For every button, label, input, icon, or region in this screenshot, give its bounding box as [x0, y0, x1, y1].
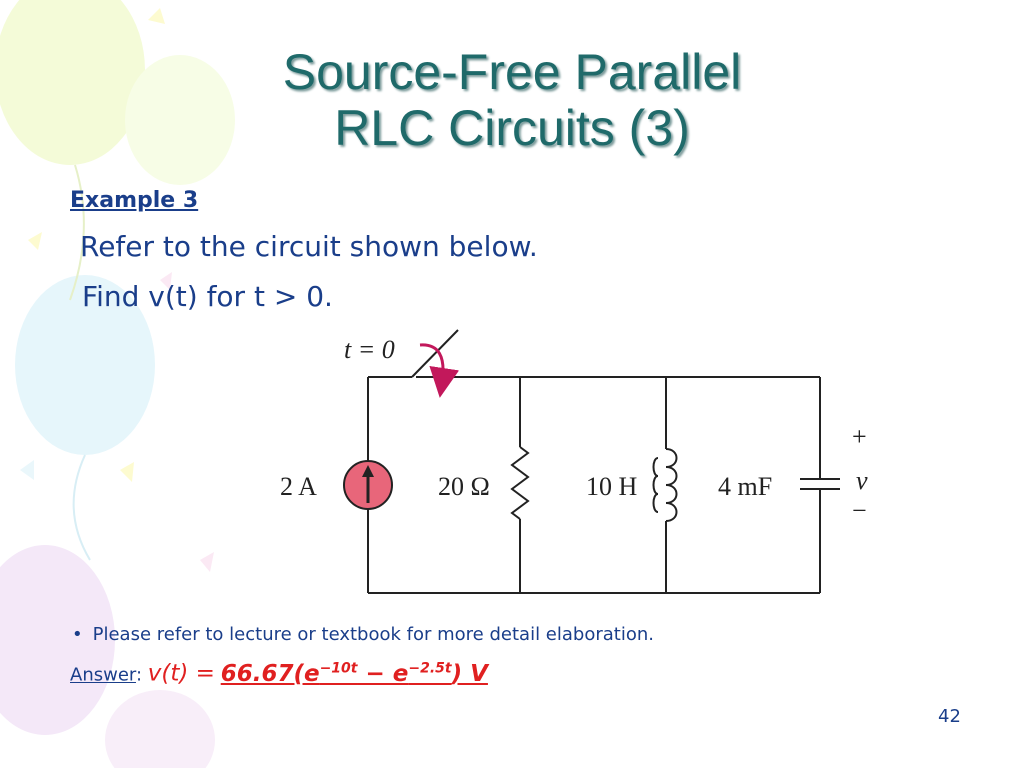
voltage-label: v: [856, 466, 868, 495]
note-bullet: • Please refer to lecture or textbook for…: [72, 624, 654, 645]
string-decoration: [69, 164, 85, 301]
slide-title-line2: RLC Circuits (3): [334, 100, 690, 156]
switch-motion-arrow: [419, 343, 460, 398]
answer-tail: ) V: [451, 660, 488, 687]
instruction-line-1: Refer to the circuit shown below.: [80, 230, 538, 263]
switch-blade: [411, 329, 459, 378]
slide-title-line1: Source-Free Parallel: [282, 44, 742, 100]
answer-exponent-2: −2.5t: [408, 660, 452, 676]
capacitor-label: 4 mF: [718, 472, 772, 501]
confetti-decoration: [28, 232, 42, 250]
string-decoration: [72, 454, 91, 561]
balloon-decoration: [0, 545, 115, 735]
answer-colon: :: [135, 664, 143, 686]
balloon-decoration: [0, 0, 145, 165]
answer-row: Answer: v(t) = 66.67(e−10t − e−2.5t) V: [70, 660, 488, 687]
page-number: 42: [938, 706, 961, 727]
example-heading: Example 3: [70, 188, 199, 213]
confetti-decoration: [20, 460, 34, 480]
answer-exponent-1: −10t: [319, 660, 358, 676]
current-source-arrowhead: [362, 465, 374, 477]
balloon-decoration: [15, 275, 155, 455]
inductor-label: 10 H: [586, 472, 638, 501]
instruction-line-2: Find v(t) for t > 0.: [82, 280, 333, 313]
source-label: 2 A: [280, 472, 317, 501]
confetti-decoration: [160, 272, 172, 290]
confetti-decoration: [120, 462, 134, 482]
balloon-decoration: [125, 55, 235, 185]
confetti-decoration: [148, 8, 165, 24]
switch-label: t = 0: [344, 335, 395, 364]
answer-value: 66.67(e−10t − e−2.5t) V: [220, 660, 488, 687]
resistor-zigzag: [510, 446, 530, 520]
balloon-decoration: [105, 690, 215, 768]
confetti-decoration: [200, 552, 214, 572]
answer-coefficient: 66.67(e: [220, 660, 320, 687]
note-text: Please refer to lecture or textbook for …: [92, 624, 654, 645]
inductor-coil: [652, 448, 678, 522]
answer-label: Answer: [70, 664, 136, 686]
bullet-icon: •: [72, 624, 83, 645]
answer-expression: v(t) =: [147, 660, 215, 687]
voltage-plus: +: [852, 422, 867, 451]
rlc-circuit-diagram: t = 0 2 A 20 Ω 10 H 4 mF + v −: [280, 329, 868, 594]
voltage-minus: −: [852, 496, 867, 525]
answer-middle: − e: [357, 660, 409, 687]
resistor-label: 20 Ω: [438, 472, 490, 501]
